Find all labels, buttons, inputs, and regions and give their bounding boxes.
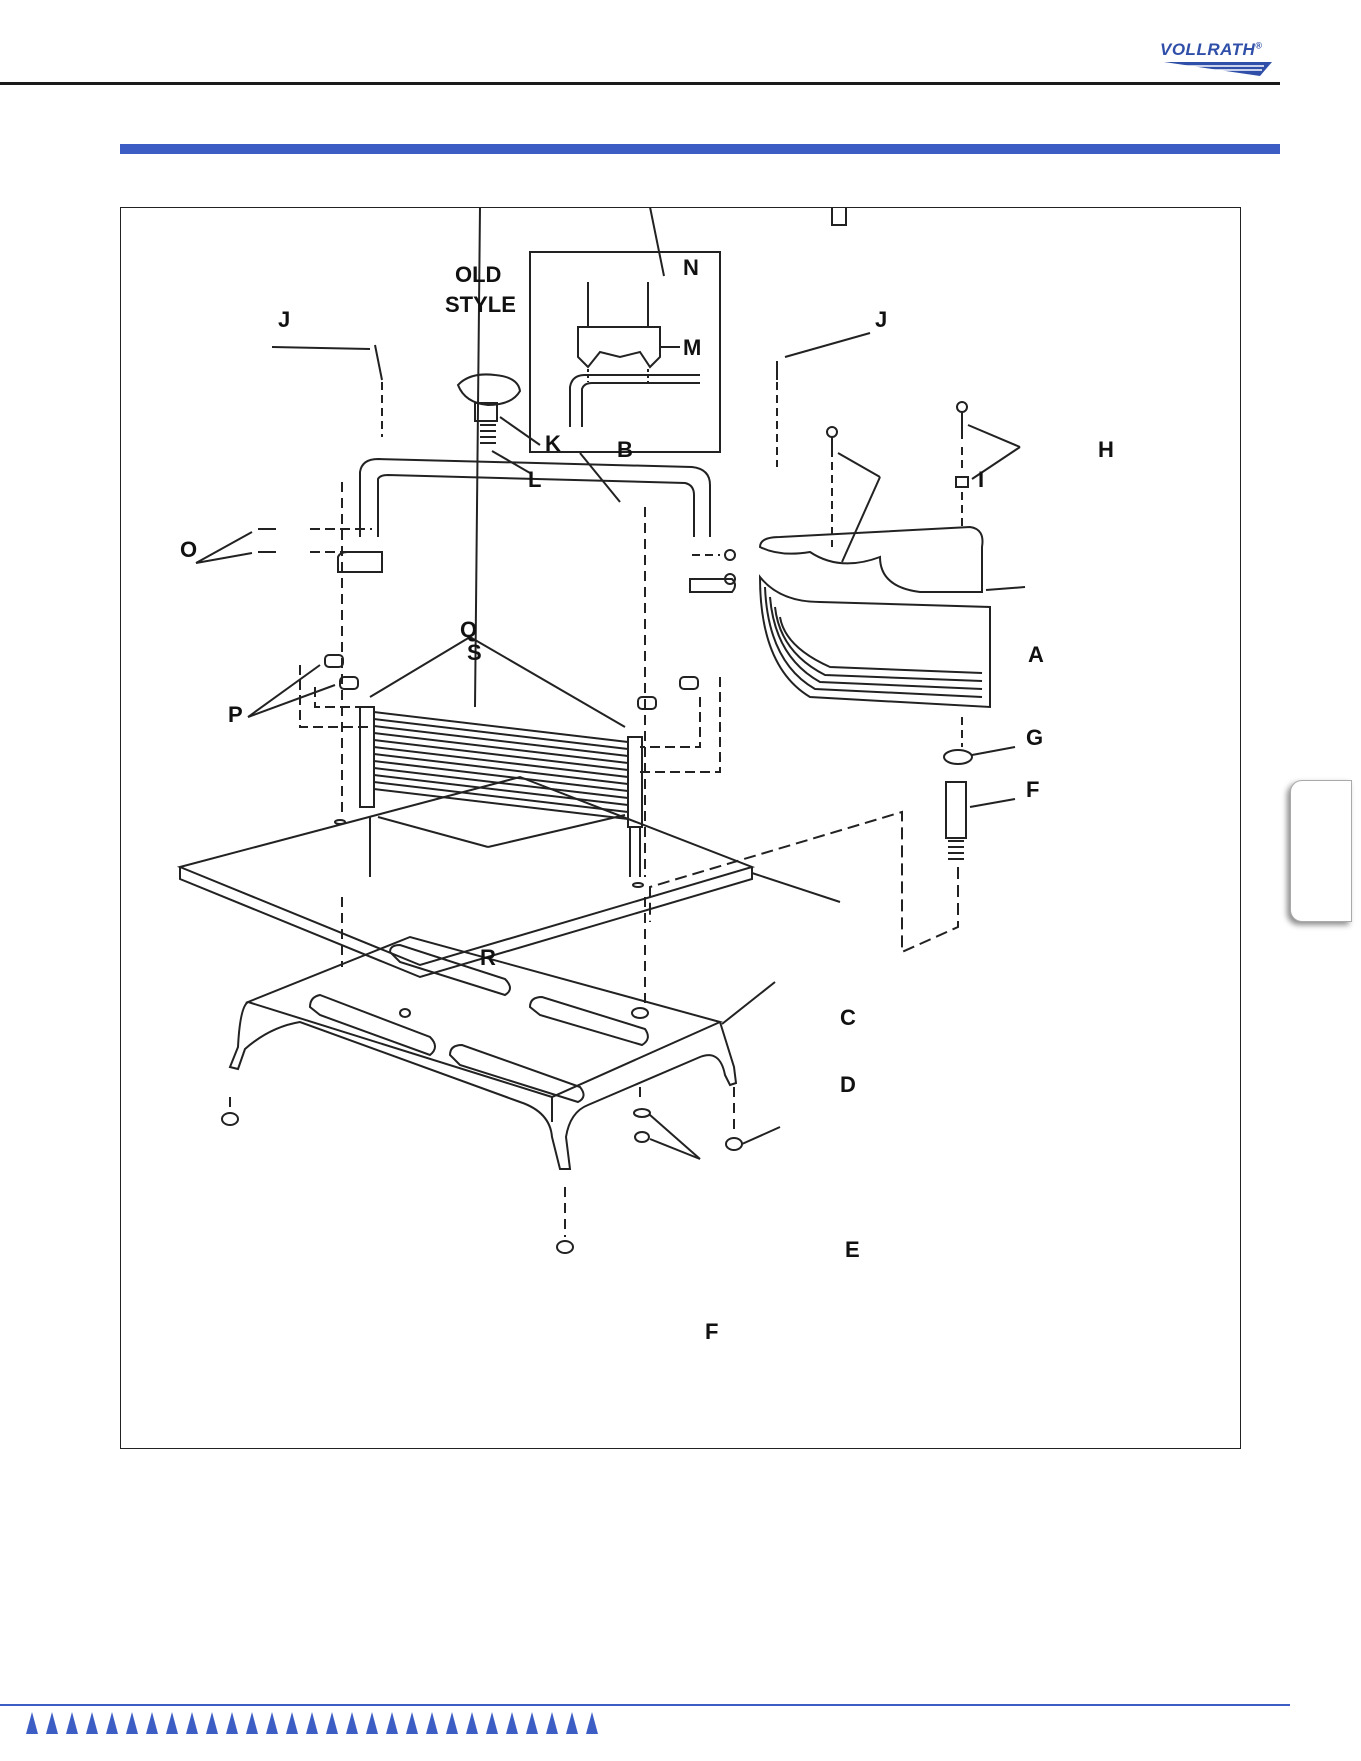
- footer-triangle-icon: [146, 1712, 158, 1734]
- vollrath-logo: VOLLRATH®: [1160, 38, 1280, 78]
- logo-stripes-icon: [1164, 60, 1274, 78]
- footer-triangle-icon: [126, 1712, 138, 1734]
- header-rule: [0, 82, 1280, 85]
- footer-triangle-icon: [586, 1712, 598, 1734]
- pins-r: [370, 815, 640, 877]
- footer-rule: [0, 1704, 1290, 1706]
- footer-triangle-icon: [366, 1712, 378, 1734]
- inset-label-old: OLD: [455, 262, 501, 287]
- section-bar: [120, 144, 1280, 154]
- cap-g: [944, 717, 1015, 764]
- post-f: [650, 782, 1015, 952]
- exploded-parts-diagram: J J OLD STYLE N M K L B H I O A Q S P G …: [120, 207, 1241, 1449]
- footer-triangle-icon: [266, 1712, 278, 1734]
- label-j-right: J: [875, 307, 887, 332]
- label-d: D: [840, 1072, 856, 1097]
- label-h: H: [1098, 437, 1114, 462]
- logo-text: VOLLRATH®: [1160, 40, 1262, 60]
- knob-k: [458, 374, 540, 445]
- spacers-p: [248, 655, 720, 772]
- label-l: L: [528, 467, 541, 492]
- label-c: C: [840, 1005, 856, 1030]
- label-o: O: [180, 537, 197, 562]
- label-s: S: [467, 640, 482, 665]
- bolt-j-right: [777, 333, 870, 467]
- footer-triangle-icon: [166, 1712, 178, 1734]
- label-p: P: [228, 702, 243, 727]
- footer-triangle-icon: [246, 1712, 258, 1734]
- bolt-h: [956, 402, 1020, 527]
- footer-triangle-icon: [106, 1712, 118, 1734]
- label-q: Q: [460, 617, 477, 642]
- footer-triangle-icon: [86, 1712, 98, 1734]
- footer-triangle-icon: [226, 1712, 238, 1734]
- footer-triangle-icon: [386, 1712, 398, 1734]
- alignment-lines: [230, 482, 734, 1237]
- footer-triangle-icon: [566, 1712, 578, 1734]
- footer-triangle-icon: [506, 1712, 518, 1734]
- label-i: I: [978, 467, 984, 492]
- washers-f: [634, 1109, 700, 1159]
- label-m: M: [683, 335, 701, 360]
- bolt-j-left: [272, 345, 382, 437]
- footer-triangles: [26, 1712, 598, 1734]
- footer-triangle-icon: [406, 1712, 418, 1734]
- label-r: R: [480, 945, 496, 970]
- feet-e: [222, 1113, 780, 1253]
- pusher-head-a: [760, 207, 1025, 707]
- footer-triangle-icon: [66, 1712, 78, 1734]
- label-a: A: [1028, 642, 1044, 667]
- footer-triangle-icon: [446, 1712, 458, 1734]
- label-n: N: [683, 255, 699, 280]
- label-f-post: F: [1026, 777, 1039, 802]
- label-k: K: [545, 431, 561, 456]
- label-b: B: [617, 437, 633, 462]
- footer-triangle-icon: [466, 1712, 478, 1734]
- label-e: E: [845, 1237, 860, 1262]
- footer-triangle-icon: [286, 1712, 298, 1734]
- section-tab: [1290, 780, 1352, 922]
- footer-triangle-icon: [26, 1712, 38, 1734]
- footer-triangle-icon: [206, 1712, 218, 1734]
- screws-o: [196, 529, 735, 584]
- footer-triangle-icon: [346, 1712, 358, 1734]
- footer-triangle-icon: [526, 1712, 538, 1734]
- footer-triangle-icon: [306, 1712, 318, 1734]
- label-f-washers: F: [705, 1319, 718, 1344]
- footer-triangle-icon: [486, 1712, 498, 1734]
- footer-triangle-icon: [426, 1712, 438, 1734]
- label-j-left: J: [278, 307, 290, 332]
- inset-label-style: STYLE: [445, 292, 516, 317]
- footer-triangle-icon: [326, 1712, 338, 1734]
- inset-bracket-m: [578, 327, 660, 367]
- board-c: [180, 777, 840, 977]
- footer-triangle-icon: [186, 1712, 198, 1734]
- old-style-inset: [530, 207, 720, 452]
- footer-triangle-icon: [46, 1712, 58, 1734]
- bolt-i: [827, 427, 880, 562]
- label-g: G: [1026, 725, 1043, 750]
- base-d: [230, 937, 775, 1169]
- footer-triangle-icon: [546, 1712, 558, 1734]
